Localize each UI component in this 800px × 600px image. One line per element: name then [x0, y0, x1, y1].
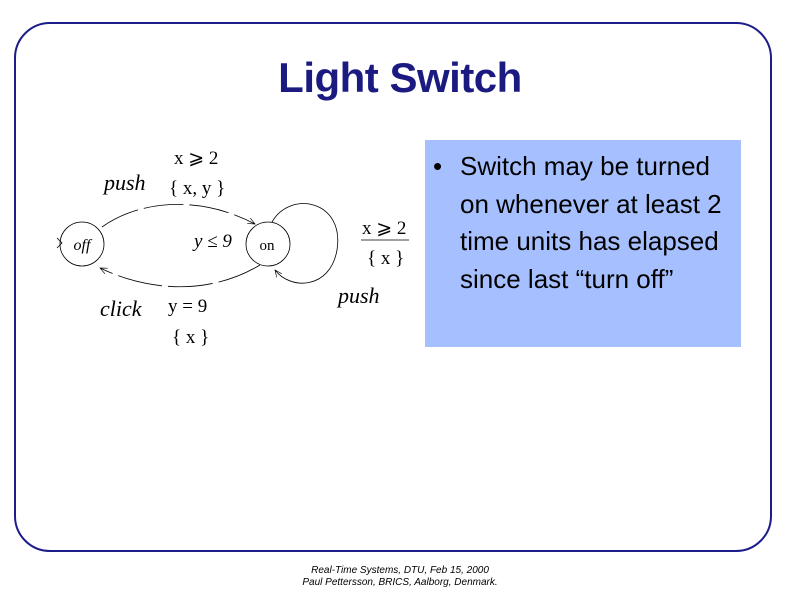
- slide-title: Light Switch: [278, 54, 522, 101]
- edge-on-off-reset: { x }: [172, 327, 209, 348]
- edge-on-to-off: [100, 264, 261, 288]
- state-on: [245, 221, 291, 267]
- state-off: [59, 221, 105, 267]
- edge-on-off-action: click: [100, 296, 143, 321]
- edge-off-on-action: push: [102, 170, 146, 195]
- state-on-label: on: [260, 238, 276, 254]
- edge-off-on-reset: { x, y }: [169, 178, 225, 199]
- slide-frame: [14, 22, 772, 552]
- state-on-invariant: y ≤ 9: [192, 231, 232, 252]
- initial-arrow: [56, 237, 63, 249]
- bullet-item: • Switch may be turned on whenever at le…: [433, 148, 731, 298]
- bullet-icon: •: [433, 151, 443, 181]
- footer-line-1: Real-Time Systems, DTU, Feb 15, 2000: [311, 565, 489, 576]
- edge-off-on-guard: x ⩾ 2: [174, 148, 218, 169]
- edge-on-off-guard: y = 9: [168, 296, 207, 317]
- edge-self-reset: { x }: [367, 248, 404, 269]
- footer-line-2: Paul Pettersson, BRICS, Aalborg, Denmark…: [302, 577, 498, 588]
- state-off-label: off: [74, 237, 93, 254]
- footer: Real-Time Systems, DTU, Feb 15, 2000 Pau…: [0, 565, 800, 589]
- edge-off-to-on: [101, 204, 255, 228]
- bullet-text: Switch may be turned on whenever at leas…: [460, 151, 722, 294]
- edge-on-self-loop: [271, 203, 339, 284]
- info-box: • Switch may be turned on whenever at le…: [425, 140, 741, 347]
- edge-self-guard: x ⩾ 2: [362, 218, 406, 239]
- edge-self-action: push: [336, 283, 380, 308]
